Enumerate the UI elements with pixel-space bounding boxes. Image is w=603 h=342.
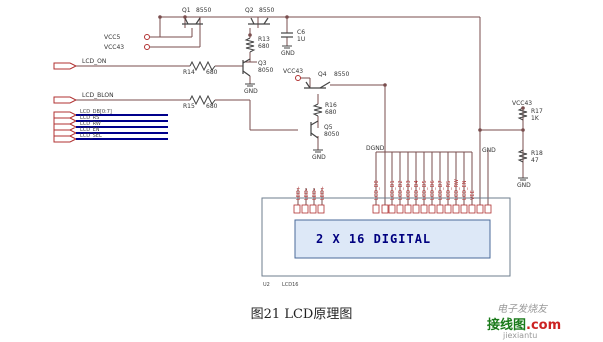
r17-value: 1K [531, 115, 540, 122]
q3-value: 8050 [258, 67, 273, 74]
bus-label-3: LCD_RW [80, 121, 101, 127]
r18-label: R18 [531, 150, 543, 157]
bus-label-1: LCD_DB[0:7] [80, 109, 112, 115]
svg-text:LCD_D7: LCD_D7 [438, 180, 444, 200]
r16-label: R16 [325, 102, 337, 109]
q5-value: 8050 [324, 131, 339, 138]
lcd-blon-label: LCD_BLON [82, 92, 114, 99]
q5-label: Q5 [324, 124, 333, 131]
watermark-logo-part1: 接线图 [487, 318, 527, 333]
vcc43-label-right: VCC43 [512, 100, 532, 107]
bus-label-5: LCD_SEL [80, 133, 102, 139]
gnd-label-right: GND [517, 182, 531, 189]
watermark-logo: 接线图.com [487, 314, 561, 333]
svg-text:LCD_RW: LCD_RW [454, 179, 460, 200]
svg-text:LCD_D1: LCD_D1 [390, 180, 396, 200]
svg-text:LED+: LED+ [320, 186, 326, 200]
r14-label: R14 [183, 69, 195, 76]
c6-value: 1U [297, 36, 305, 43]
lcd-ref-label: U2 [263, 282, 270, 288]
lcd-on-label: LCD_ON [82, 58, 106, 65]
bus-label-2: LCD_RS [80, 115, 99, 121]
q1-value: 8550 [196, 7, 211, 14]
r17-label: R17 [531, 108, 543, 115]
lcd-module-outline [261, 197, 511, 277]
svg-text:LED+: LED+ [296, 186, 302, 200]
watermark-url: jiexiantu [503, 331, 538, 340]
vcc43-label-q4: VCC43 [283, 68, 303, 75]
bus-label-4: LCD_EN [80, 127, 100, 133]
svg-text:LCD_D5: LCD_D5 [422, 180, 428, 200]
q4-value: 8550 [334, 71, 349, 78]
lcd-display-text: 2 X 16 DIGITAL [316, 232, 431, 246]
figure-caption: 图21 LCD原理图 [250, 307, 353, 322]
r13-label: R13 [258, 36, 270, 43]
q2-label: Q2 [245, 7, 254, 14]
r15-value: 680 [206, 103, 218, 110]
q4-label: Q4 [318, 71, 327, 78]
gnd-label-top: GND [482, 147, 496, 154]
svg-text:LCD_RS: LCD_RS [446, 181, 452, 200]
r14-value: 680 [206, 69, 218, 76]
gnd-label-q3: GND [244, 88, 258, 95]
vcc43-label: VCC43 [104, 44, 124, 51]
gnd-label-q5: GND [312, 154, 326, 161]
svg-text:LCD_D6: LCD_D6 [430, 180, 436, 200]
r18-value: 47 [531, 157, 539, 164]
r15-label: R15 [183, 103, 195, 110]
watermark-logo-part2: .com [526, 318, 562, 333]
q1-label: Q1 [182, 7, 191, 14]
watermark-site: 电子发烧友 [497, 304, 547, 315]
r16-value: 680 [325, 109, 337, 116]
lcd-screen [294, 219, 491, 259]
q2-value: 8550 [259, 7, 274, 14]
svg-text:LCD_D0: LCD_D0 [374, 180, 380, 200]
svg-text:LCD_D2: LCD_D2 [398, 180, 404, 200]
svg-text:LCD_EN: LCD_EN [462, 180, 468, 200]
lcd-part-label: LCD16 [282, 282, 299, 288]
gnd-label-c6: GND [281, 50, 295, 57]
svg-text:LCD_D3: LCD_D3 [406, 180, 412, 200]
svg-text:LED-: LED- [312, 188, 318, 200]
c6-label: C6 [297, 29, 305, 36]
r13-value: 680 [258, 43, 270, 50]
svg-text:VEE: VEE [470, 190, 476, 200]
svg-text:LCD_D4: LCD_D4 [414, 180, 420, 200]
dgnd-label: DGND [366, 145, 385, 152]
vcc5-label: VCC5 [104, 34, 120, 41]
svg-text:LED-: LED- [304, 188, 310, 200]
q3-label: Q3 [258, 60, 267, 67]
